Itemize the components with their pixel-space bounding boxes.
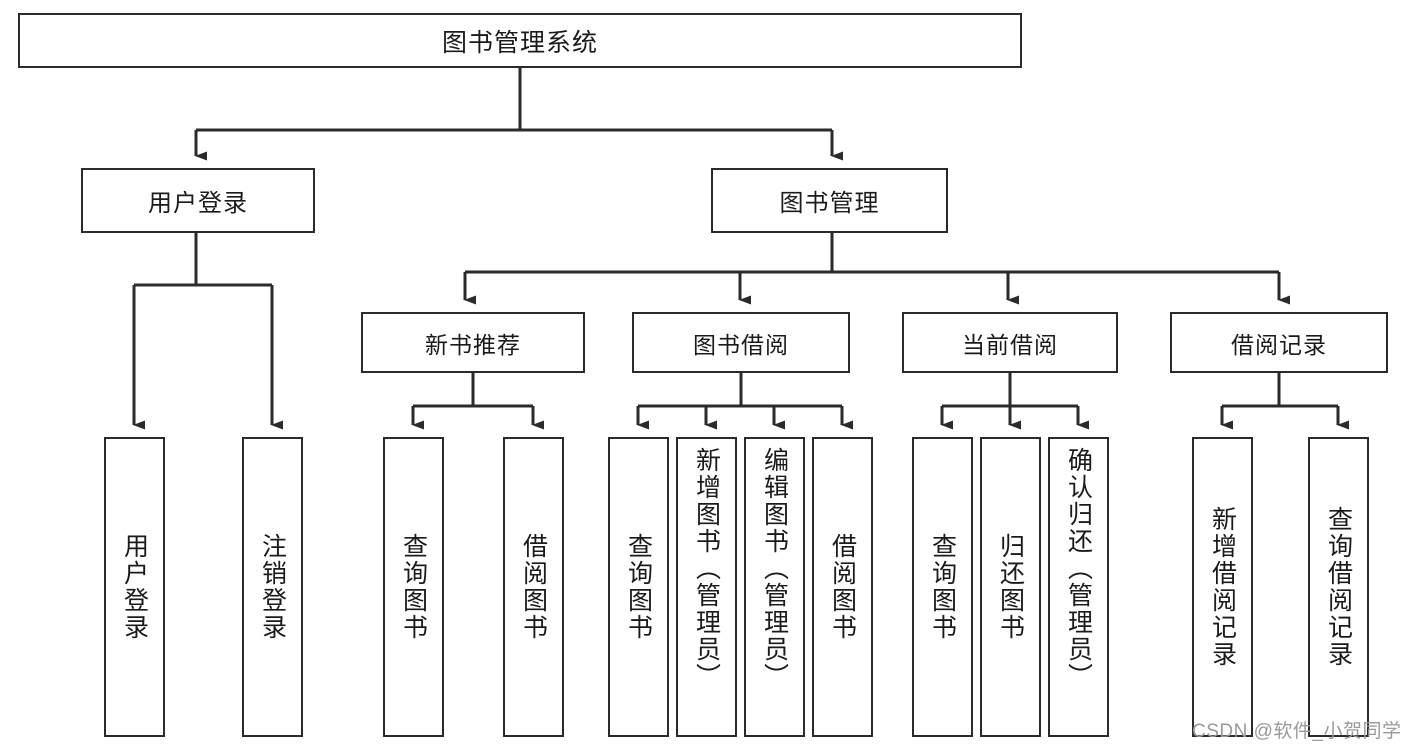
node-book-borrow[interactable]: 图书借阅	[632, 312, 850, 373]
node-leaf-confirm-return[interactable]: 确认归还（管理员）	[1048, 437, 1109, 737]
node-leaf-user-logout[interactable]: 注销登录	[242, 437, 303, 737]
node-new-book-recommend[interactable]: 新书推荐	[361, 312, 585, 373]
node-leaf-add-record-label: 新增借阅记录	[1208, 506, 1237, 668]
node-leaf-user-logout-label: 注销登录	[258, 533, 287, 641]
csdn-watermark: CSDN @软件_小贺同学	[1192, 721, 1402, 742]
node-leaf-query-record[interactable]: 查询借阅记录	[1308, 437, 1369, 737]
node-leaf-query-book-3[interactable]: 查询图书	[912, 437, 973, 737]
node-leaf-query-book-2[interactable]: 查询图书	[608, 437, 669, 737]
node-leaf-user-login-label: 用户登录	[120, 533, 149, 641]
node-new-book-recommend-label: 新书推荐	[425, 331, 521, 358]
node-leaf-add-book-label: 新增图书（管理员）	[692, 447, 721, 690]
node-leaf-edit-book[interactable]: 编辑图书（管理员）	[744, 437, 805, 737]
node-leaf-add-book[interactable]: 新增图书（管理员）	[676, 437, 737, 737]
node-root[interactable]: 图书管理系统	[18, 13, 1022, 68]
node-book-management[interactable]: 图书管理	[711, 168, 948, 233]
node-borrow-record-label: 借阅记录	[1231, 331, 1327, 358]
node-user-login-label: 用户登录	[148, 190, 248, 217]
node-book-borrow-label: 图书借阅	[693, 331, 789, 358]
node-current-borrow-label: 当前借阅	[962, 331, 1058, 358]
node-user-login[interactable]: 用户登录	[81, 168, 315, 233]
node-book-management-label: 图书管理	[779, 190, 880, 217]
node-borrow-record[interactable]: 借阅记录	[1170, 312, 1388, 373]
node-leaf-borrow-book-2[interactable]: 借阅图书	[812, 437, 873, 737]
node-leaf-query-book-2-label: 查询图书	[624, 533, 653, 641]
node-leaf-borrow-book-1-label: 借阅图书	[519, 533, 548, 641]
node-leaf-query-book-3-label: 查询图书	[928, 533, 957, 641]
node-leaf-edit-book-label: 编辑图书（管理员）	[760, 447, 789, 690]
node-leaf-return-book[interactable]: 归还图书	[980, 437, 1041, 737]
node-leaf-confirm-return-label: 确认归还（管理员）	[1064, 447, 1093, 690]
node-leaf-borrow-book-2-label: 借阅图书	[828, 533, 857, 641]
node-leaf-query-book-1[interactable]: 查询图书	[383, 437, 444, 737]
node-current-borrow[interactable]: 当前借阅	[902, 312, 1118, 373]
node-leaf-borrow-book-1[interactable]: 借阅图书	[503, 437, 564, 737]
node-leaf-query-book-1-label: 查询图书	[399, 533, 428, 641]
node-root-label: 图书管理系统	[441, 28, 598, 57]
node-leaf-add-record[interactable]: 新增借阅记录	[1192, 437, 1253, 737]
node-leaf-query-record-label: 查询借阅记录	[1324, 506, 1353, 668]
node-leaf-return-book-label: 归还图书	[996, 533, 1025, 641]
node-leaf-user-login[interactable]: 用户登录	[104, 437, 165, 737]
